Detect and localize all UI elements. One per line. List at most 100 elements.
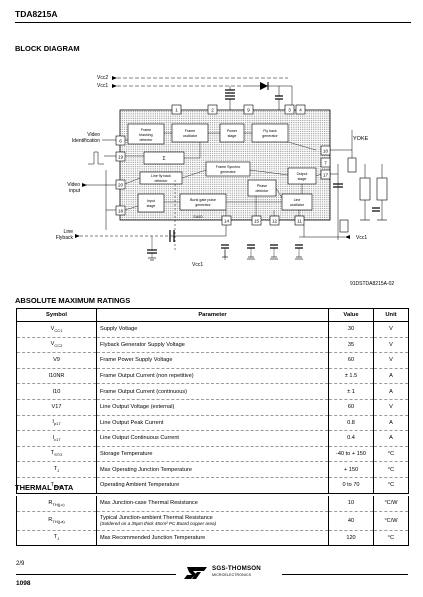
symbol-cell: V9 [16, 352, 97, 369]
line-flyback-label-l1: Line [64, 229, 74, 235]
parameter-cell: Line Output Peak Current [96, 415, 329, 432]
block-line-flyback-l2: detector [155, 179, 169, 183]
value-cell: 60 [328, 399, 374, 416]
thermal-data-title: THERMAL DATA [15, 483, 74, 492]
part-number: TDA8215A [15, 9, 58, 19]
unit-cell: °C/W [373, 496, 409, 512]
unit-cell: V [373, 337, 409, 354]
brand-subtitle: MICROELECTRONICS [212, 573, 252, 577]
value-cell: 30 [328, 321, 374, 338]
value-cell: 35 [328, 337, 374, 354]
thermal-data-table: RTH(j-c)Max Junction-case Thermal Resist… [16, 496, 409, 547]
value-cell: 120 [328, 530, 374, 547]
pin-20: 20 [118, 183, 124, 188]
unit-cell: A [373, 430, 409, 447]
block-burst-gate-l2: generator [195, 203, 211, 207]
value-cell: + 150 [328, 461, 374, 478]
symbol-cell: RTH(j-c) [16, 496, 97, 512]
value-cell: 0.8 [328, 415, 374, 432]
parameter-cell: Max Operating Junction Temperature [96, 461, 329, 478]
parameter-cell: Max Junction-case Thermal Resistance [96, 496, 329, 512]
page-code: 1098 [16, 580, 31, 587]
block-frame-sync-l2: generator [220, 170, 236, 174]
value-cell: -40 to + 150 [328, 446, 374, 463]
block-diagram-title: BLOCK DIAGRAM [15, 44, 80, 53]
pin-4: 4 [299, 108, 302, 113]
parameter-cell: Frame Power Supply Voltage [96, 352, 329, 369]
parameter-cell: Max Recommended Junction Temperature [96, 530, 329, 547]
parameter-cell: Line Output Voltage (external) [96, 399, 329, 416]
block-power-stage-l1: Power [227, 129, 238, 133]
header-parameter: Parameter [96, 308, 329, 322]
block-phase-detector-l2: detector [256, 189, 270, 193]
st-logo-icon [184, 567, 207, 579]
vcc1-right-label: Vcc1 [356, 235, 367, 241]
unit-cell: °C/W [373, 511, 409, 531]
pin-7: 7 [324, 161, 327, 166]
video-identification-label-l1: Video [87, 132, 100, 138]
symbol-cell: VCC1 [16, 321, 97, 338]
diagram-reference: 91DSTDA8215A-02 [350, 281, 395, 287]
page-number: 2/9 [16, 561, 25, 567]
symbol-cell: Ip17 [16, 415, 97, 432]
thermal-data-row: RTH(j-c)Max Junction-case Thermal Resist… [16, 496, 409, 512]
header-rule [15, 22, 411, 23]
pin-12: 12 [272, 219, 278, 224]
block-line-osc-l2: oscillator [290, 203, 305, 207]
block-frame-blanking-l3: detector [140, 138, 154, 142]
block-frame-osc-l1: Frame [185, 129, 195, 133]
pin-9: 9 [247, 108, 250, 113]
unit-cell: V [373, 399, 409, 416]
block-diagram: Vcc2 Vcc1 1 2 9 3 4 [56, 75, 388, 268]
pin-19: 19 [118, 155, 124, 160]
yoke-label: YOKE [353, 136, 369, 142]
brand-name: SGS-THOMSON [212, 565, 261, 572]
unit-cell: A [373, 368, 409, 385]
symbol-cell: RTH(j-a) [16, 511, 97, 531]
parameter-cell: Frame Output Current (continuous) [96, 383, 329, 400]
header-unit: Unit [373, 308, 409, 322]
block-frame-blanking-l2: blanking [139, 133, 152, 137]
thermal-data-body: RTH(j-c)Max Junction-case Thermal Resist… [16, 496, 409, 547]
parameter-cell: Storage Temperature [96, 446, 329, 463]
value-cell: ± 1.5 [328, 368, 374, 385]
symbol-cell: TJ [16, 461, 97, 478]
vcc2-label: Vcc2 [97, 75, 108, 81]
block-frame-osc-l2: oscillator [183, 134, 198, 138]
value-cell: 40 [328, 511, 374, 531]
block-phase-detector-l1: Phase [257, 184, 267, 188]
value-cell: 0 to 70 [328, 477, 374, 494]
table-header-row: Symbol Parameter Value Unit [16, 308, 409, 322]
symbol-cell: V17 [16, 399, 97, 416]
symbol-cell: TJ [16, 530, 97, 547]
pin-10: 10 [323, 149, 329, 154]
value-cell: 60 [328, 352, 374, 369]
video-input-label-l2: input [69, 188, 80, 194]
pin-15: 15 [254, 219, 260, 224]
pin-6: 6 [119, 139, 122, 144]
video-input-label-l1: Video [67, 182, 80, 188]
parameter-note: (Soldered on a 35μm thick 45cm² PC Board… [100, 521, 217, 527]
block-power-stage-l2: stage [228, 134, 237, 138]
footer-rule-right [282, 574, 408, 575]
unit-cell: °C [373, 446, 409, 463]
abs-max-ratings-title: ABSOLUTE MAXIMUM RATINGS [15, 296, 131, 305]
block-input-stage-l1: Input [147, 199, 155, 203]
parameter-cell: Flyback Generator Supply Voltage [96, 337, 329, 354]
value-cell: 0.4 [328, 430, 374, 447]
parameter-text: Typical Junction-ambient Thermal Resista… [100, 515, 213, 522]
block-flyback-gen-l2: generator [262, 134, 278, 138]
thermal-data-row: RTH(j-a)Typical Junction-ambient Thermal… [16, 511, 409, 531]
parameter-cell: Typical Junction-ambient Thermal Resista… [96, 511, 329, 531]
vcc1-bottom-label: Vcc1 [192, 262, 203, 268]
value-cell: 10 [328, 496, 374, 512]
parameter-cell: Supply Voltage [96, 321, 329, 338]
